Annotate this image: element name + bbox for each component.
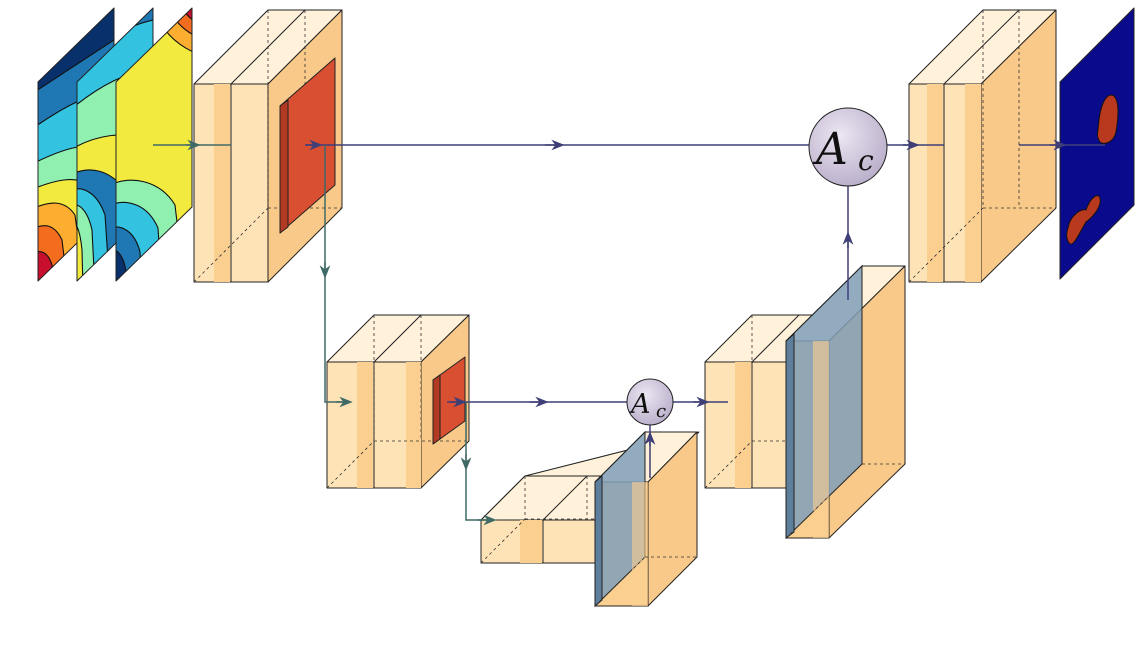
- decoder-block-1: [908, 9, 1057, 283]
- encoder-block-2: [326, 314, 470, 489]
- bottleneck-block: [480, 430, 700, 608]
- attention-gate-bottom: A c: [626, 378, 674, 426]
- attention-gate-top-symbol: A: [812, 124, 848, 175]
- output-blob-1: [1096, 94, 1119, 145]
- attention-gate-bottom-subscript: c: [656, 401, 666, 422]
- input-plane-3-border: [115, 7, 193, 282]
- attention-gate-bottom-symbol: A: [628, 389, 651, 420]
- attention-gate-top: A c: [808, 107, 888, 187]
- connections: [153, 139, 1105, 526]
- output-blob-2: [1066, 195, 1101, 245]
- encoder-block-1-band: [214, 84, 230, 282]
- encoder-block-1: [193, 9, 343, 283]
- output-segmentation-mask: [1059, 7, 1135, 280]
- attention-gate-top-subscript: c: [858, 144, 874, 177]
- decoder-block-2: [704, 264, 906, 540]
- edge-down-2: [465, 402, 492, 521]
